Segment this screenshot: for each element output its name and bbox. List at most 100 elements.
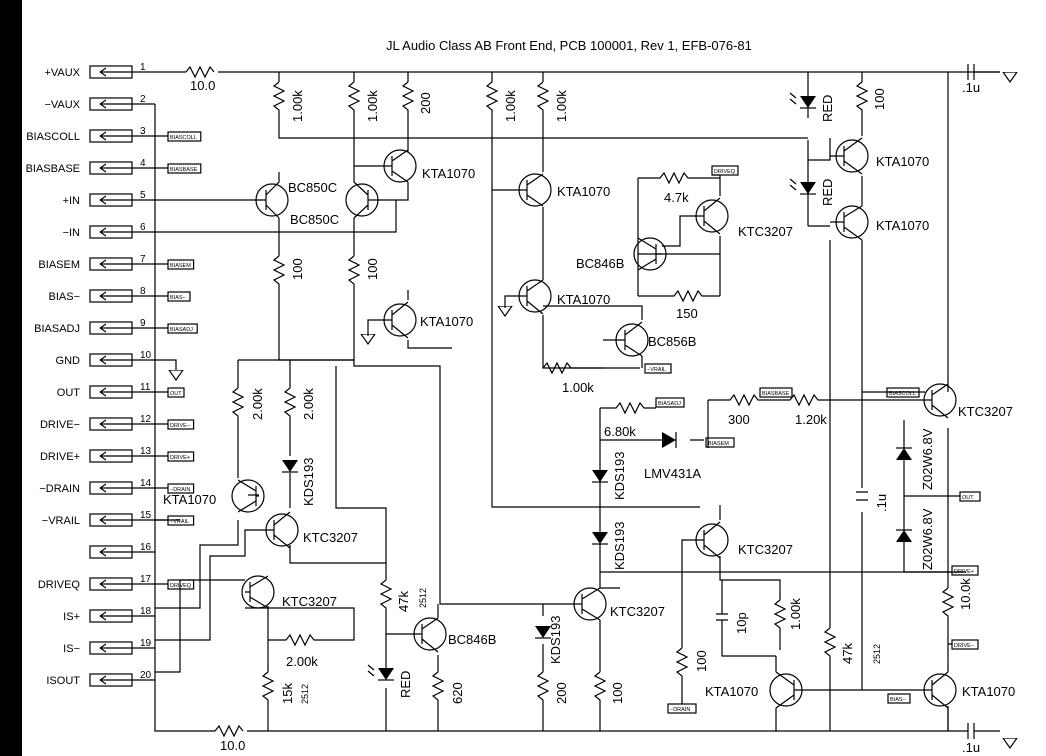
transistor-kta1070-8 — [769, 671, 803, 709]
label-ktc-5: KTC3207 — [610, 604, 665, 619]
label-r-200-bot: 200 — [554, 682, 569, 704]
diode-kds193-3 — [592, 532, 608, 545]
connector-pin-label: OUT — [57, 387, 81, 399]
connector-pin-label: +VAUX — [44, 67, 80, 79]
transistor-ktc3207-3 — [265, 511, 299, 549]
transistor-bc846b-a — [633, 237, 667, 271]
connector-pin-number: 2 — [140, 94, 146, 105]
connector-pin-label: −DRAIN — [39, 483, 80, 495]
label-pkg-b: 2512 — [872, 644, 882, 664]
transistor-kta1070-6 — [830, 205, 869, 241]
transistor-kta1070-7 — [231, 479, 265, 513]
label-r-100-b: 100 — [365, 258, 380, 280]
transistor-bc856b — [615, 321, 649, 357]
connector-pin-number: 13 — [140, 446, 152, 457]
label-kta-2: KTA1070 — [420, 314, 473, 329]
label-r-2k-is: 2.00k — [286, 654, 318, 669]
net-tag-drive-plus: DRIVE+ — [951, 565, 979, 576]
connector-pin-label: BIASCOLL — [26, 131, 80, 143]
connector-net-tag: OUT — [170, 391, 182, 397]
label-cap-mid: .1u — [874, 494, 889, 512]
label-ktc-3: KTC3207 — [303, 530, 358, 545]
net-tag-biasbase: BIASBASE — [759, 387, 793, 398]
connector-pin-label: DRIVE+ — [40, 451, 80, 463]
label-cap-top: .1u — [962, 80, 980, 95]
label-r-vaux-bot: 10.0 — [220, 738, 245, 753]
svg-text:BIAS−: BIAS− — [890, 697, 906, 703]
svg-text:BIASBASE: BIASBASE — [762, 391, 790, 397]
transistor-kta1070-9 — [923, 671, 957, 709]
label-r-2k-a: 2.00k — [250, 388, 265, 420]
connector-pin-number: 7 — [140, 254, 146, 265]
label-r-1k-a: 1.00k — [290, 90, 305, 122]
net-tag-neg-vrail: −VRAIL — [644, 363, 672, 374]
left-edge-band — [0, 0, 22, 756]
connector-pin-label: BIAS− — [49, 291, 81, 303]
label-bc846b-a: BC846B — [576, 256, 624, 271]
label-pkg-c: 2512 — [300, 684, 310, 704]
net-tag-bias-minus: BIAS− — [887, 693, 911, 704]
transistor-kta1070-2 — [383, 301, 417, 339]
connector-pin-arrow — [99, 515, 155, 525]
net-tag-out: OUT — [959, 491, 981, 502]
connector-pin-arrow — [99, 99, 155, 109]
label-r-1k20: 1.20k — [795, 412, 827, 427]
connector-net-tag: −VRAIL — [170, 519, 189, 525]
label-r-1k-vrail: 1.00k — [562, 380, 594, 395]
zener-2 — [896, 529, 912, 542]
connector-net-tag: DRIVEQ — [170, 583, 192, 589]
connector-pin-arrow — [99, 67, 155, 77]
label-r-15k: 15k — [280, 683, 295, 704]
label-bc846b-b: BC846B — [448, 632, 496, 647]
led-red-2 — [789, 178, 816, 195]
svg-text:−DRAIN: −DRAIN — [670, 707, 690, 713]
connector-pin-arrow — [99, 227, 155, 237]
label-r-200-top: 200 — [418, 92, 433, 114]
connector-pin-row: IS+18 — [63, 606, 155, 623]
connector-pin-label: +IN — [63, 195, 80, 207]
label-zener-2: Z02W6.8V — [920, 508, 935, 570]
connector-pin-arrow — [99, 451, 155, 461]
connector-pin-label: DRIVEQ — [38, 579, 81, 591]
connector-net-tag: DRIVE− — [170, 423, 190, 429]
net-tag-neg-drain: −DRAIN — [667, 703, 697, 714]
label-r-6k80: 6.80k — [604, 424, 636, 439]
label-r-150: 150 — [676, 306, 698, 321]
connector-net-tag: DRIVE+ — [170, 455, 190, 461]
svg-text:DRIVE−: DRIVE− — [954, 643, 974, 649]
transistor-ktc3207-6 — [695, 521, 729, 559]
label-cap-bot: .1u — [962, 740, 980, 755]
label-kta-5: KTA1070 — [876, 154, 929, 169]
label-r-620: 620 — [450, 682, 465, 704]
connector-net-tag: −DRAIN — [170, 487, 190, 493]
diode-kds193-2 — [592, 470, 608, 483]
transistor-ktc3207-1 — [695, 197, 729, 235]
components — [168, 72, 1018, 749]
connector-pin-label: BIASBASE — [26, 163, 80, 175]
connector-pin-number: 9 — [140, 318, 146, 329]
connector-pin-number: 4 — [140, 158, 146, 169]
connector-pin-arrow — [99, 355, 155, 365]
connector-pin-number: 11 — [140, 382, 151, 393]
connector-pin-arrow — [99, 387, 155, 397]
label-kta-8: KTA1070 — [705, 684, 758, 699]
connector-pin-number: 3 — [140, 126, 146, 137]
label-lmv: LMV431A — [644, 466, 701, 481]
label-kds-1: KDS193 — [301, 458, 316, 506]
connector-pin-row: 16 — [89, 542, 155, 559]
connector-pin-number: 18 — [140, 606, 152, 617]
net-tag-biasem: BIASEM — [705, 437, 735, 448]
connector-pin-number: 5 — [140, 190, 146, 201]
connector-pin-row: +IN 5 — [63, 190, 155, 207]
connector-pin-arrow — [99, 195, 155, 205]
label-r-1k-b: 1.00k — [365, 90, 380, 122]
label-r-47k-b: 47k — [840, 643, 855, 664]
